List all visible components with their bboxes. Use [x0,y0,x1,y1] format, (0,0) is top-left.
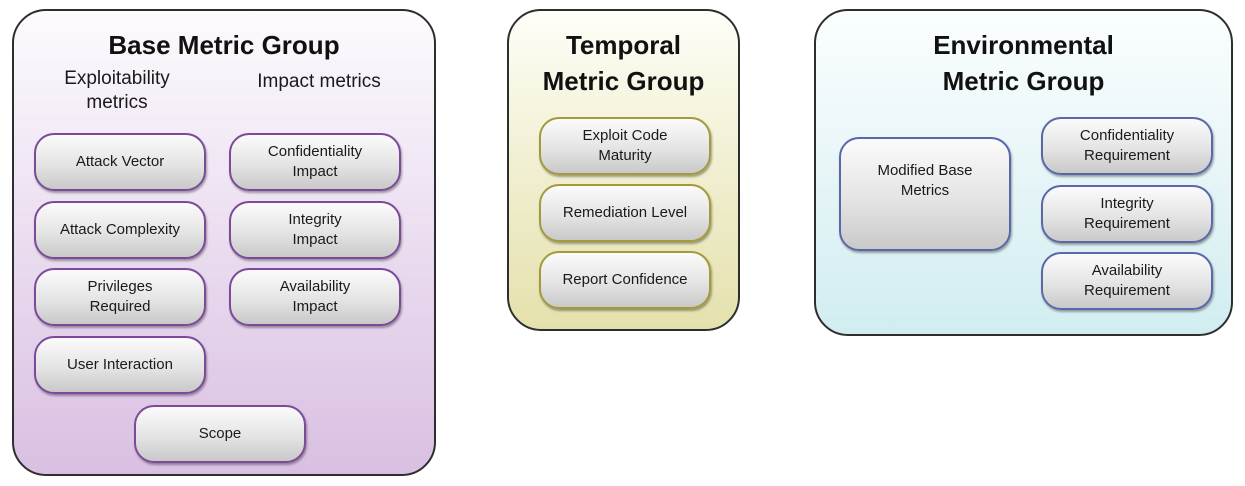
modified-base-metrics-box[interactable]: Modified Base Metrics [839,137,1011,251]
privileges-required-box[interactable]: Privileges Required [34,268,206,326]
report-confidence-box[interactable]: Report Confidence [539,251,711,309]
integrity-impact-box[interactable]: Integrity Impact [229,201,401,259]
integrity-requirement-box[interactable]: Integrity Requirement [1041,185,1213,243]
availability-impact-box[interactable]: Availability Impact [229,268,401,326]
exploitability-heading: Exploitability metrics [64,68,170,113]
temporal-group-title: Temporal Metric Group [542,30,705,96]
user-interaction-box[interactable]: User Interaction [34,336,206,394]
temporal-metric-group: Temporal Metric Group Exploit Code Matur… [507,9,740,331]
confidentiality-impact-box[interactable]: Confidentiality Impact [229,133,401,191]
base-metric-group: Base Metric Group Exploitability metrics… [12,9,436,476]
impact-heading: Impact metrics [257,71,381,92]
scope-box[interactable]: Scope [134,405,306,463]
attack-complexity-box[interactable]: Attack Complexity [34,201,206,259]
remediation-level-box[interactable]: Remediation Level [539,184,711,242]
environmental-metric-group: Environmental Metric Group Modified Base… [814,9,1233,336]
exploit-code-maturity-box[interactable]: Exploit Code Maturity [539,117,711,175]
confidentiality-requirement-box[interactable]: Confidentiality Requirement [1041,117,1213,175]
base-group-title: Base Metric Group [108,30,340,60]
environmental-group-title: Environmental Metric Group [933,30,1114,96]
availability-requirement-box[interactable]: Availability Requirement [1041,252,1213,310]
attack-vector-box[interactable]: Attack Vector [34,133,206,191]
